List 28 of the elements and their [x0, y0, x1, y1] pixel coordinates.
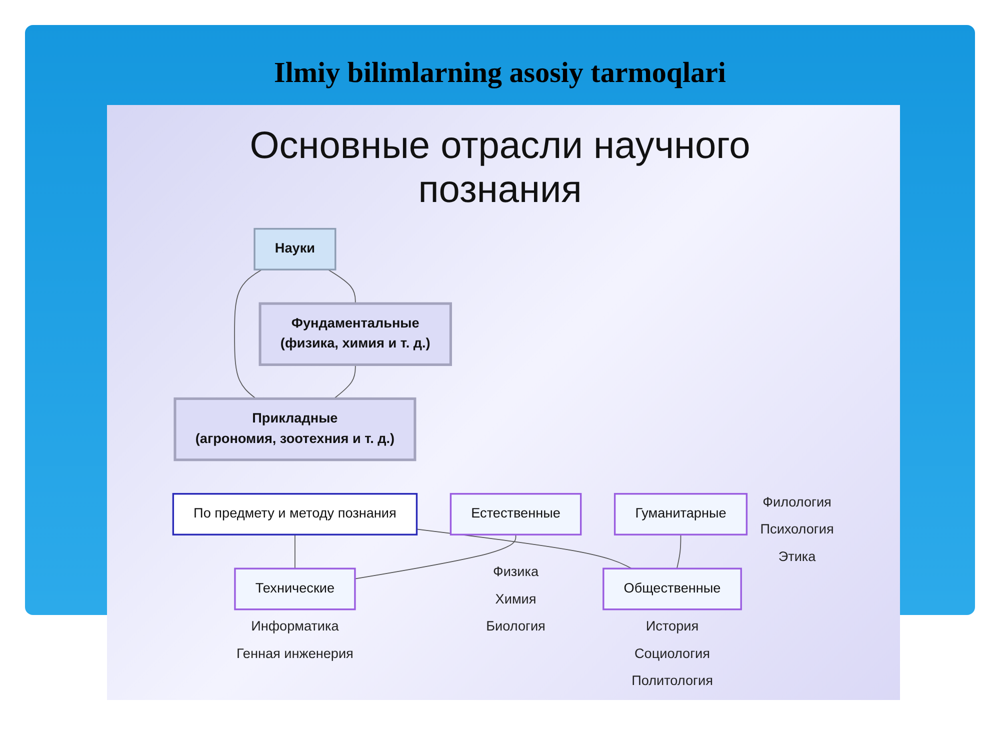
discipline-label: Филология: [762, 494, 832, 510]
discipline-label: Физика: [493, 564, 539, 580]
diagram-heading: Основные отрасли научного познания: [248, 124, 752, 212]
discipline-label: Генная инженерия: [236, 646, 354, 661]
node-box: Естественные: [450, 492, 582, 536]
connector: [327, 269, 356, 304]
discipline-label: Социология: [634, 646, 710, 661]
node-box: Гуманитарные: [614, 492, 748, 536]
connector: [676, 534, 682, 569]
connector: [416, 528, 632, 569]
discipline-label: История: [646, 618, 699, 634]
discipline-label: Биология: [486, 618, 546, 634]
slide-title: Ilmiy bilimlarning asosiy tarmoqlari: [274, 56, 726, 90]
node-box: Науки: [254, 228, 336, 270]
node-box: Общественные: [602, 568, 742, 610]
node-box: Технические: [234, 568, 356, 610]
discipline-label: Этика: [778, 548, 816, 564]
discipline-label: Психология: [760, 522, 834, 537]
node-box: Прикладные (агрономия, зоотехния и т. д.): [174, 397, 416, 462]
connector: [234, 269, 262, 400]
connector: [294, 534, 296, 569]
node-box: Фундаментальные (физика, химия и т. д.): [258, 302, 452, 366]
node-box: По предмету и методу познания: [172, 492, 418, 536]
discipline-label: Информатика: [251, 618, 339, 634]
discipline-label: Политология: [632, 672, 713, 688]
connector: [333, 364, 356, 400]
connector: [354, 534, 516, 580]
discipline-label: Химия: [495, 591, 536, 606]
